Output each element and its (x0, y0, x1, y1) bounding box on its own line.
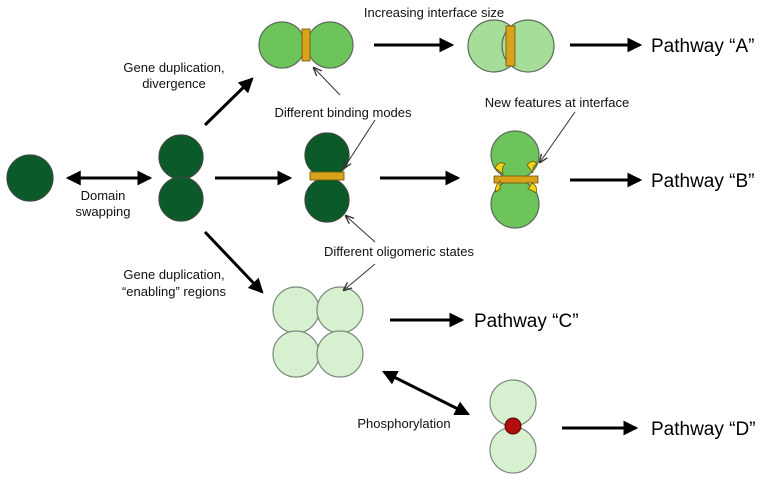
interface-bar-small (301, 28, 311, 62)
label-domain-swapping-line2: swapping (76, 204, 131, 219)
callout-binding-modes-middle (344, 119, 376, 168)
label-increasing-interface-size: Increasing interface size (364, 5, 504, 20)
dimer-b-binding-mode (304, 132, 350, 223)
dimer-a-enlarged-interface (467, 19, 555, 73)
dimer-a-initial (258, 21, 354, 69)
arrow-phosphorylation (381, 370, 471, 416)
label-new-features-at-interface: New features at interface (485, 95, 630, 110)
label-phosphorylation: Phosphorylation (357, 416, 450, 431)
label-gene-duplication-enabling-line1: Gene duplication, (123, 267, 224, 282)
interface-bar-horizontal (309, 171, 345, 181)
tetramer (272, 286, 364, 378)
callout-binding-modes-top (314, 68, 341, 96)
label-pathway-a: Pathway “A” (651, 36, 754, 57)
label-gene-duplication-enabling-line2: “enabling” regions (122, 284, 227, 299)
label-pathway-b: Pathway “B” (651, 171, 754, 192)
label-different-binding-modes: Different binding modes (274, 105, 412, 120)
arrow-to-tetramer (203, 230, 264, 294)
interface-features (494, 160, 538, 194)
interface-bar-large (505, 25, 516, 67)
label-domain-swapping-line1: Domain (81, 188, 126, 203)
arrow-to-top-row (203, 77, 254, 127)
interface-bar-featured (493, 175, 539, 184)
label-different-oligomeric-states: Different oligomeric states (324, 244, 475, 259)
callout-new-features (540, 111, 576, 162)
dimer-b-new-features (490, 130, 540, 229)
dimer-dark-stacked (158, 134, 204, 222)
monomer (6, 154, 54, 202)
label-gene-duplication-divergence-line2: divergence (142, 76, 206, 91)
callout-oligomeric-dimer (346, 216, 376, 243)
callout-oligomeric-tetramer (344, 263, 376, 290)
label-gene-duplication-divergence-line1: Gene duplication, (123, 60, 224, 75)
phosphate-dot (504, 417, 522, 435)
dimer-phosphorylated (489, 379, 537, 474)
label-pathway-c: Pathway “C” (474, 311, 579, 332)
label-pathway-d: Pathway “D” (651, 419, 756, 440)
